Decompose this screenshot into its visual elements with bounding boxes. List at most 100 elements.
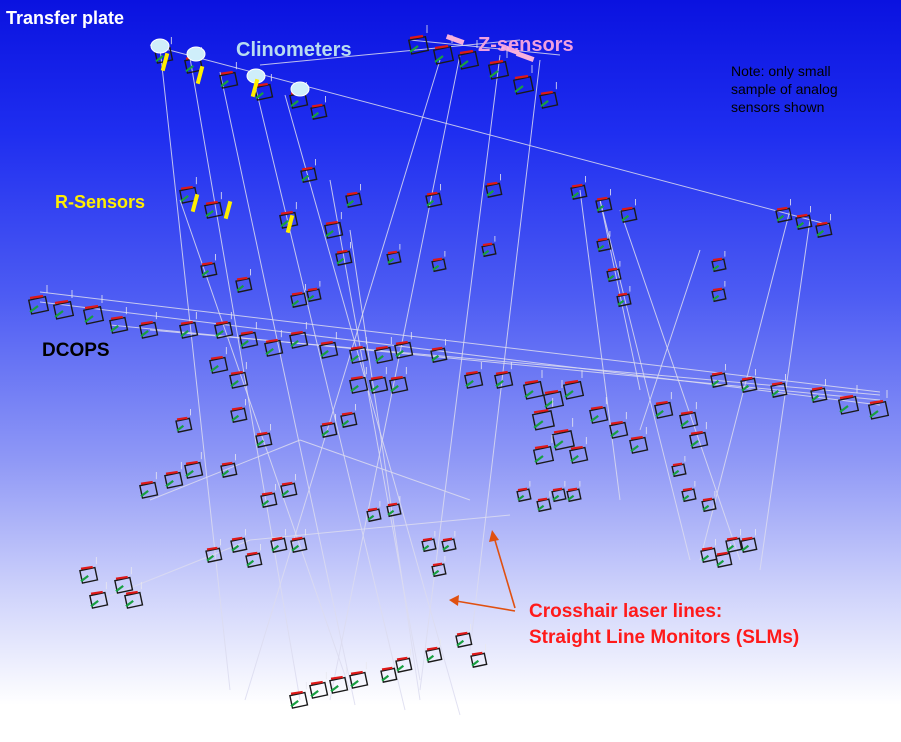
sensor-red-edge [607, 267, 618, 272]
dcops-sensor-icon [179, 177, 199, 204]
laser-line [469, 59, 541, 651]
dcops-sensor-icon [380, 659, 398, 683]
dcops-sensor-icon [349, 337, 369, 364]
sensor-green-edge [456, 639, 465, 647]
dcops-sensor-icon [209, 347, 229, 374]
sensor-frame [349, 376, 369, 394]
laser-line [39, 291, 881, 393]
sensor-frame [609, 421, 629, 439]
sensor-frame [470, 652, 488, 668]
sensor-red-edge [617, 292, 628, 297]
clinometers-label: Clinometers [236, 39, 352, 61]
sensor-red-edge [630, 435, 643, 440]
sensor-green-edge [726, 544, 735, 552]
sensor-green-edge [180, 330, 189, 338]
sensor-green-edge [432, 264, 440, 271]
sensor-green-edge [206, 554, 215, 562]
dcops-sensor-icon [289, 322, 309, 349]
sensor-red-edge [816, 221, 828, 226]
dcops-sensor-icon [589, 397, 609, 424]
dcops-sensor-icon [109, 307, 129, 334]
sensor-red-edge [255, 82, 268, 87]
dcops-sensor-icon [260, 484, 278, 508]
sensor-red-edge [110, 315, 123, 320]
sensor-red-edge [711, 371, 723, 376]
sensor-red-edge [240, 330, 253, 335]
sensor-green-edge [115, 585, 124, 593]
dcops-sensor-icon [810, 379, 828, 403]
sensor-red-edge [839, 394, 854, 400]
crosshair-arrows [449, 530, 516, 612]
sensor-frame [335, 250, 353, 266]
sensor-frame [319, 341, 339, 359]
dcops-sensor-icon [366, 501, 382, 523]
sensor-red-edge [716, 551, 728, 556]
sensor-frame [522, 380, 545, 400]
sensor-red-edge [311, 103, 323, 108]
sensor-frame [770, 382, 788, 398]
sensor-red-edge [350, 375, 363, 380]
sensor-red-edge [387, 250, 398, 255]
z-sensor-icon [500, 44, 520, 55]
sensor-green-edge [290, 340, 299, 348]
dcops-sensor-icon [431, 251, 447, 273]
arrow-icon [449, 595, 459, 606]
sensor-red-edge [597, 237, 608, 242]
sensor-green-edge [281, 489, 290, 497]
dcops-sensor-icon [82, 295, 105, 325]
dcops-sensor-icon [539, 82, 559, 109]
sensor-frame [407, 35, 430, 55]
r-sensor-icon [160, 52, 170, 72]
dcops-sensor-icon [770, 374, 788, 398]
dcops-sensor-icon [289, 682, 309, 709]
sensor-frame [775, 207, 793, 223]
laser-line [159, 47, 231, 691]
sensor-red-edge [301, 166, 313, 171]
sensor-green-edge [426, 654, 435, 662]
sensor-red-edge [90, 590, 103, 595]
sensor-red-edge [544, 389, 559, 395]
sensor-frame [532, 445, 555, 465]
laser-line [189, 57, 301, 701]
sensor-green-edge [682, 494, 690, 501]
sensor-frame [79, 566, 99, 584]
sensor-red-edge [564, 379, 579, 385]
sensor-red-edge [320, 340, 333, 345]
sensor-red-edge [517, 487, 528, 492]
sensor-frame [815, 222, 833, 238]
sensor-green-edge [564, 390, 574, 398]
dcops-sensor-icon [681, 481, 697, 503]
sensor-red-edge [210, 355, 223, 360]
sensor-red-edge [307, 287, 318, 292]
sensor-red-edge [771, 381, 783, 386]
sensor-green-edge [236, 284, 245, 292]
sensor-green-edge [655, 410, 664, 418]
dcops-sensor-icon [280, 474, 298, 498]
sensor-green-edge [409, 45, 419, 53]
laser-line [284, 94, 461, 716]
sensor-red-edge [231, 536, 243, 541]
dcops-sensor-icon [710, 364, 728, 388]
sensor-red-edge [205, 200, 218, 205]
laser-line [219, 71, 356, 706]
dcops-sensor-icon [606, 261, 622, 283]
sensor-green-edge [185, 470, 194, 478]
sensor-frame [179, 321, 199, 339]
sensor-green-edge [465, 380, 474, 388]
r-sensor-icon [250, 78, 260, 98]
sensor-green-edge [84, 315, 94, 323]
laser-line [619, 209, 741, 561]
sensor-frame [369, 376, 389, 394]
sensor-green-edge [290, 100, 299, 108]
sensor-green-edge [221, 469, 230, 477]
sensor-red-edge [140, 480, 153, 485]
sensor-green-edge [567, 494, 575, 501]
sensor-green-edge [489, 70, 499, 78]
dcops-sensor-icon [570, 176, 588, 200]
sensor-red-edge [712, 287, 723, 292]
dcops-sensor-icon [349, 662, 369, 689]
sensor-red-edge [459, 49, 474, 55]
r-sensor-icon [223, 200, 233, 220]
sensor-red-edge [741, 376, 753, 381]
sensor-frame [245, 552, 263, 568]
